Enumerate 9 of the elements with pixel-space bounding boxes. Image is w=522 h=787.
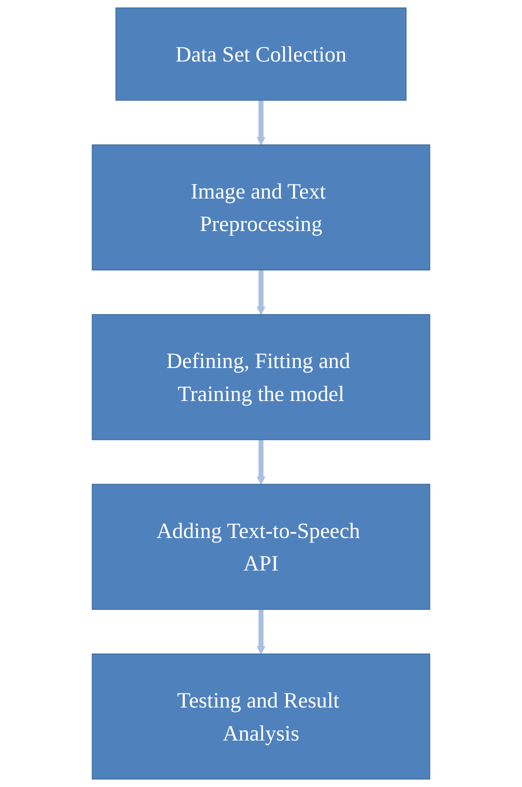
node-box: Defining, Fitting and Training the model	[92, 314, 430, 440]
node-box: Testing and Result Analysis	[92, 654, 430, 780]
arrow	[256, 609, 266, 654]
arrow	[256, 270, 266, 315]
node-box: Image and Text Preprocessing	[92, 144, 430, 270]
arrow	[256, 100, 266, 146]
node-box: Data Set Collection	[115, 7, 407, 101]
arrow	[256, 440, 266, 485]
node-box: Adding Text-to-Speech API	[92, 484, 430, 610]
